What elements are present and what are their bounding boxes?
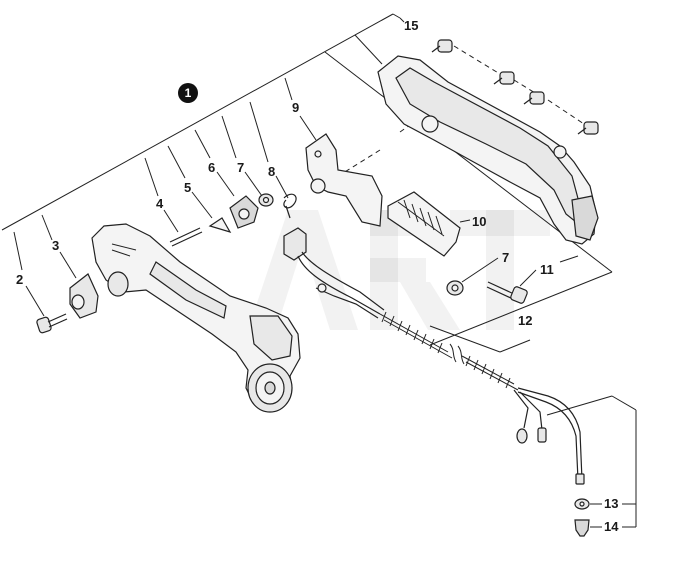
nut-part-7-lower <box>446 280 464 296</box>
callout-15: 15 <box>404 18 418 33</box>
callout-9: 9 <box>292 100 299 115</box>
watermark-logo <box>248 210 550 330</box>
handle-half-right <box>377 55 599 245</box>
callout-2: 2 <box>16 272 23 287</box>
coil-rings-1 <box>381 311 443 354</box>
pin-part-4 <box>169 227 203 247</box>
handle-grip-wheel <box>247 363 293 413</box>
coil-rings-2 <box>465 355 511 389</box>
assembly-marker-label: 1 <box>185 86 192 100</box>
wiring-harness-part-12 <box>283 227 585 485</box>
nut-part-13 <box>574 498 590 510</box>
screw-part-15-d <box>577 121 599 135</box>
bolt-part-11 <box>486 281 528 304</box>
screw-part-2 <box>36 313 68 334</box>
trigger-cap-part-3 <box>69 273 99 319</box>
callout-5: 5 <box>184 180 191 195</box>
callout-13: 13 <box>604 496 618 511</box>
spring-part-8 <box>283 193 297 219</box>
cap-part-14 <box>574 519 590 537</box>
callout-6: 6 <box>208 160 215 175</box>
callout-11: 11 <box>540 262 554 277</box>
switch-part-6 <box>229 195 259 229</box>
connector-block-part-10 <box>387 191 461 257</box>
screw-part-15-c <box>523 91 545 105</box>
callout-4: 4 <box>156 196 164 211</box>
assembly-marker: 1 <box>178 83 198 103</box>
callout-3: 3 <box>52 238 59 253</box>
throttle-lever-part-9 <box>305 133 383 227</box>
screw-part-15-b <box>493 71 515 85</box>
callout-8: 8 <box>268 164 275 179</box>
callout-12: 12 <box>518 313 532 328</box>
callout-labels: 2 3 4 5 6 7 8 9 10 7 11 12 13 14 15 <box>16 18 619 534</box>
nut-part-7-upper <box>258 193 274 207</box>
callout-10: 10 <box>472 214 486 229</box>
spring-clip-part-5 <box>208 217 232 234</box>
leader-lines <box>13 17 579 317</box>
callout-7-lower: 7 <box>502 250 509 265</box>
screw-part-15-a <box>431 39 453 53</box>
callout-14: 14 <box>604 519 619 534</box>
callout-7-upper: 7 <box>237 160 244 175</box>
